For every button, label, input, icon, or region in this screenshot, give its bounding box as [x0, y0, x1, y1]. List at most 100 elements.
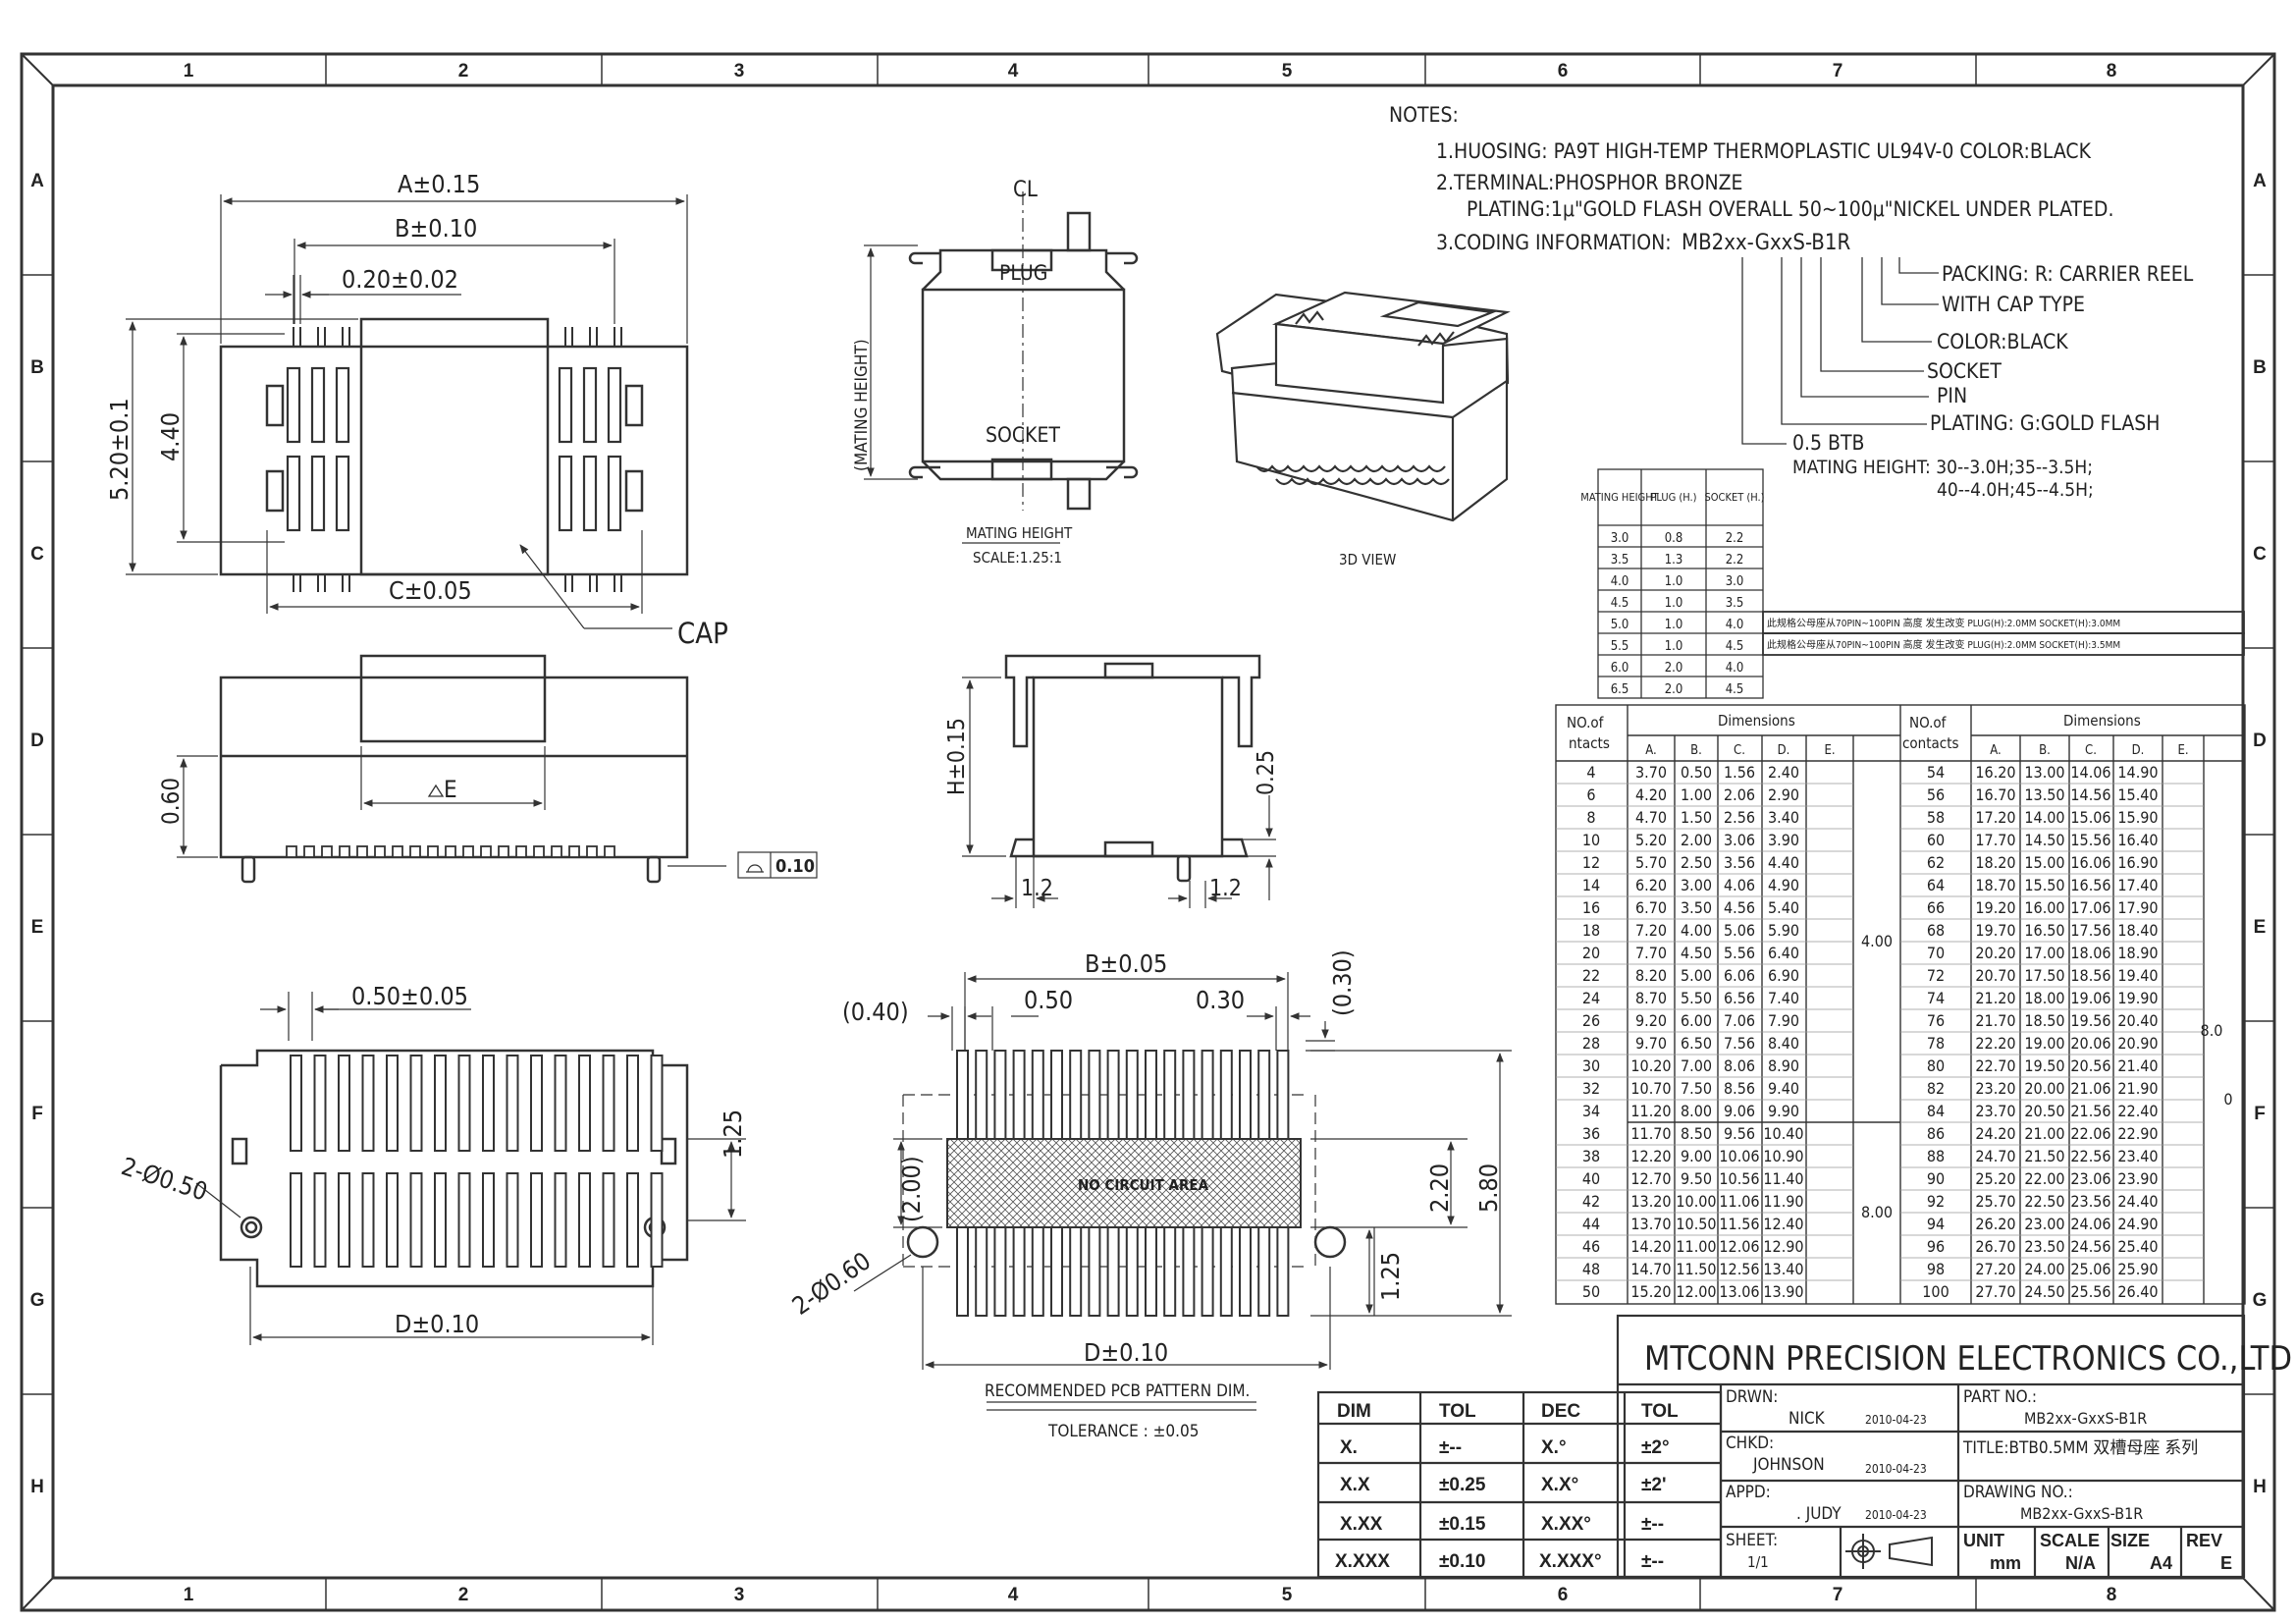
dim-right-cell: 94: [1927, 1215, 1945, 1233]
dim-left-cell: 11.40: [1763, 1169, 1803, 1188]
dim-left-cell: 9.56: [1724, 1124, 1755, 1143]
dimensions-table: NO.of ntacts Dimensions NO.of contacts D…: [1555, 704, 2246, 1305]
pcb-dim-030: 0.30: [1196, 986, 1245, 1014]
dim-right-cell: 23.70: [1975, 1102, 2015, 1120]
dim-left-cell: 10: [1582, 831, 1600, 849]
dim-table-noof-left: NO.of: [1567, 714, 1605, 731]
bottom-contact-upper: [290, 1055, 302, 1152]
mating-row-7-plug: 2.0: [1665, 661, 1683, 676]
note-part-code: MB2xx-GxxS-B1R: [1682, 231, 1850, 255]
bottom-contact-lower: [361, 1172, 375, 1268]
dim-left-cell: 6.00: [1681, 1011, 1712, 1030]
dim-left-cell: 4.50: [1681, 944, 1712, 962]
pcb-pad-top: [1219, 1050, 1233, 1140]
bottom-contact-upper: [457, 1055, 471, 1152]
dim-left-cell: 8.40: [1768, 1034, 1799, 1053]
side-dim-e: E: [444, 776, 457, 803]
dim-left-cell: 1.50: [1681, 808, 1712, 827]
pcb-pad-bottom: [1276, 1226, 1290, 1317]
side-view: 0.60 E 0.10: [157, 654, 818, 884]
bottom-contact-upper: [482, 1055, 495, 1152]
dim-440: 4.40: [156, 412, 185, 461]
dim-right-cell: 23.50: [2024, 1237, 2064, 1256]
dim-right-cell: 17.50: [2024, 966, 2064, 985]
dim-right-cell: 18.70: [1975, 876, 2015, 894]
dim-left-cell: 5.20: [1635, 831, 1667, 849]
dim-left-cell: 30: [1582, 1056, 1600, 1075]
zone-col-3-bottom: 3: [734, 1585, 745, 1605]
pcb-dim-b: B±0.05: [1085, 949, 1167, 978]
dim-right-cell: 18.20: [1975, 853, 2015, 872]
dim-left-cell: 12.00: [1676, 1282, 1716, 1301]
tol-row-1-dtol: ±2°: [1641, 1437, 1670, 1458]
warning-triangle-icon: [427, 784, 445, 797]
dim-right-cell: 21.56: [2070, 1102, 2110, 1120]
dim-left-cell: 3.56: [1724, 853, 1755, 872]
side-dim-060: 0.60: [157, 778, 185, 825]
top-view: A±0.15 B±0.10 0.20±0.02 C±0.05 CAP 5.20±…: [105, 170, 728, 650]
dim-right-cell: 14.56: [2070, 785, 2110, 804]
note-pin: PIN: [1937, 384, 1967, 407]
dim-right-cell: 19.20: [1975, 898, 2015, 917]
mating-row-4-plug: 1.0: [1665, 596, 1683, 611]
pcb-pad-top: [993, 1050, 1007, 1140]
dim-right-cell: 19.00: [2024, 1034, 2064, 1053]
mating-row-6-socket: 4.5: [1726, 639, 1744, 654]
tol-row-4-dim: X.XXX: [1335, 1551, 1390, 1572]
zone-col-6-top: 6: [1558, 61, 1569, 81]
mating-height-caption: MATING HEIGHT: [966, 524, 1073, 542]
dim-left-cell: 6.06: [1724, 966, 1755, 985]
dim-left-cell: 4.70: [1635, 808, 1667, 827]
pcb-pad-top: [1182, 1050, 1196, 1140]
drawing-title: TITLE:BTB0.5MM 双槽母座 系列: [1962, 1438, 2198, 1458]
mating-row-8-plug: 2.0: [1665, 682, 1683, 697]
dim-right-cell: 84: [1927, 1102, 1945, 1120]
dim-right-cell: 23.40: [2117, 1147, 2158, 1165]
unit-value: mm: [1990, 1553, 2021, 1573]
dim-right-cell: 24.06: [2070, 1215, 2110, 1233]
bottom-contact-lower: [338, 1172, 350, 1268]
zone-col-8-bottom: 8: [2107, 1585, 2117, 1605]
dim-left-cell: 3.40: [1768, 808, 1799, 827]
bottom-contact-upper: [313, 1055, 327, 1152]
rev-label: REV: [2186, 1531, 2222, 1550]
dim-left-cell: 6.70: [1635, 898, 1667, 917]
pcb-pad-top: [1201, 1050, 1214, 1140]
mating-row-7-socket: 4.0: [1726, 661, 1744, 676]
dim-col-d-right: D.: [2132, 743, 2145, 758]
dim-right-cell: 24.56: [2070, 1237, 2110, 1256]
dim-right-cell: 19.90: [2117, 989, 2158, 1007]
dim-right-cell: 54: [1927, 763, 1945, 782]
zone-col-2-bottom: 2: [458, 1585, 469, 1605]
chkd-name: JOHNSON: [1752, 1455, 1825, 1475]
drawing-no-value: MB2xx-GxxS-B1R: [2020, 1504, 2143, 1523]
dim-left-cell: 6: [1586, 785, 1595, 804]
dim-left-cell: 13.90: [1763, 1282, 1803, 1301]
dim-left-cell: 9.70: [1635, 1034, 1667, 1053]
pcb-pad-bottom: [1031, 1226, 1044, 1317]
dim-left-cell: 8.00: [1681, 1102, 1712, 1120]
dim-left-cell: 36: [1582, 1124, 1600, 1143]
zone-row-a-left: A: [30, 171, 44, 191]
dim-left-cell: 10.90: [1763, 1147, 1803, 1165]
dim-left-cell: 2.56: [1724, 808, 1755, 827]
pcb-dim-580: 5.80: [1474, 1164, 1503, 1213]
pcb-dim-030-ref: (0.30): [1328, 949, 1357, 1016]
pcb-pad-bottom: [975, 1226, 988, 1317]
mating-table-header-3: SOCKET (H.): [1704, 491, 1764, 504]
dim-right-cell: 24.20: [1975, 1124, 2015, 1143]
sheet-value: 1/1: [1747, 1553, 1769, 1571]
bottom-contact-upper: [626, 1055, 639, 1152]
dim-left-cell: 8.90: [1768, 1056, 1799, 1075]
dim-left-cell: 2.50: [1681, 853, 1712, 872]
dim-right-cell: 22.90: [2117, 1124, 2158, 1143]
dim-right-cell: 86: [1927, 1124, 1945, 1143]
mating-row-1-h: 3.0: [1611, 531, 1629, 546]
dim-right-cell: 64: [1927, 876, 1945, 894]
pcb-pad-top: [1050, 1050, 1063, 1140]
tol-row-4-dec: X.XXX°: [1539, 1551, 1602, 1572]
dim-left-cell: 6.90: [1768, 966, 1799, 985]
pcb-pad-top: [975, 1050, 988, 1140]
